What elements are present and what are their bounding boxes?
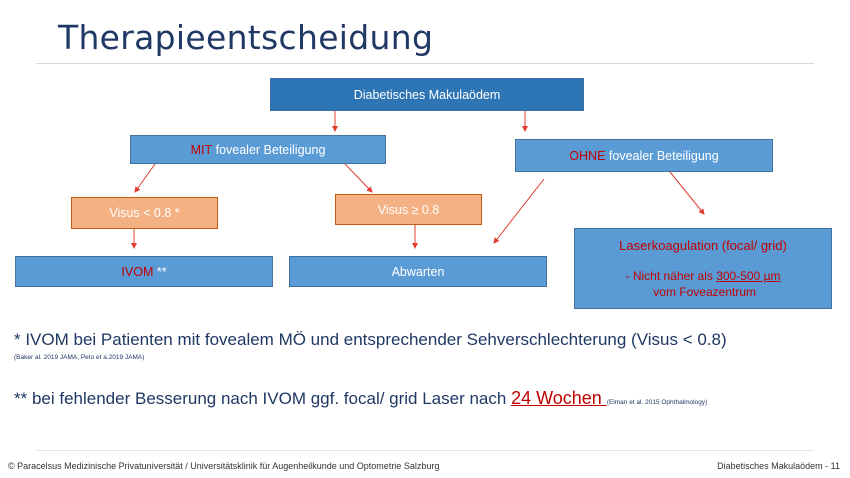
- arrow-mit-visus-high: [344, 163, 373, 193]
- footer-slide-number: Diabetisches Makulaödem - 11: [717, 461, 840, 471]
- arrow-mit-visus-low: [134, 163, 156, 193]
- node-laser-title: Laserkoagulation (focal/ grid): [619, 237, 787, 253]
- footnote-laser-text: ** bei fehlender Besserung nach IVOM ggf…: [14, 389, 512, 408]
- node-visus-below: Visus < 0.8 *: [71, 197, 218, 229]
- node-laser-detail-um: 300-500 µm: [716, 269, 781, 284]
- node-wait: Abwarten: [289, 256, 547, 287]
- node-without-foveal-involvement: OHNE fovealer Beteiligung: [515, 139, 773, 172]
- footnote-ivom: * IVOM bei Patienten mit fovealem MÖ und…: [14, 330, 727, 349]
- arrow-ohne-abwarten: [493, 178, 545, 244]
- node-laser-detail-post: vom Foveazentrum: [649, 285, 757, 300]
- footnote-laser: ** bei fehlender Besserung nach IVOM ggf…: [14, 388, 707, 409]
- footnote-ivom-reference: (Baker al. 2019 JAMA; Peto et a.2019 JAM…: [14, 354, 145, 361]
- node-ohne-prefix: OHNE: [569, 148, 606, 163]
- node-root-label: Diabetisches Makulaödem: [353, 87, 501, 102]
- node-diabetic-macular-edema: Diabetisches Makulaödem: [270, 78, 584, 111]
- node-mit-label: fovealer Beteiligung: [212, 142, 326, 157]
- node-visus-low-label: Visus < 0.8 *: [109, 206, 180, 220]
- title-divider: [36, 63, 814, 64]
- node-laser-coagulation: Laserkoagulation (focal/ grid) - Nicht n…: [574, 228, 832, 309]
- node-ohne-label: fovealer Beteiligung: [605, 148, 719, 163]
- arrow-ohne-laser: [669, 171, 705, 215]
- footer-divider: [36, 450, 814, 451]
- node-mit-prefix: MIT: [190, 142, 213, 157]
- node-visus-high-label: Visus ≥ 0.8: [377, 202, 440, 217]
- node-ivom-label: **: [153, 264, 167, 279]
- footnote-laser-weeks: 24 Wochen: [511, 388, 607, 408]
- page-title: Therapieentscheidung: [58, 18, 434, 57]
- node-with-foveal-involvement: MIT fovealer Beteiligung: [130, 135, 386, 164]
- node-laser-detail-pre: - Nicht näher als: [625, 269, 717, 284]
- footer-copyright: © Paracelsus Medizinische Privatuniversi…: [8, 461, 440, 471]
- node-visus-above: Visus ≥ 0.8: [335, 194, 482, 225]
- node-ivom: IVOM **: [15, 256, 273, 287]
- node-ivom-prefix: IVOM: [121, 264, 154, 279]
- footnote-laser-reference: (Elman et al. 2015 Ophthalmology): [606, 399, 708, 406]
- node-abwarten-label: Abwarten: [391, 264, 445, 279]
- node-laser-detail: - Nicht näher als 300-500 µm vom Foveaze…: [575, 268, 831, 300]
